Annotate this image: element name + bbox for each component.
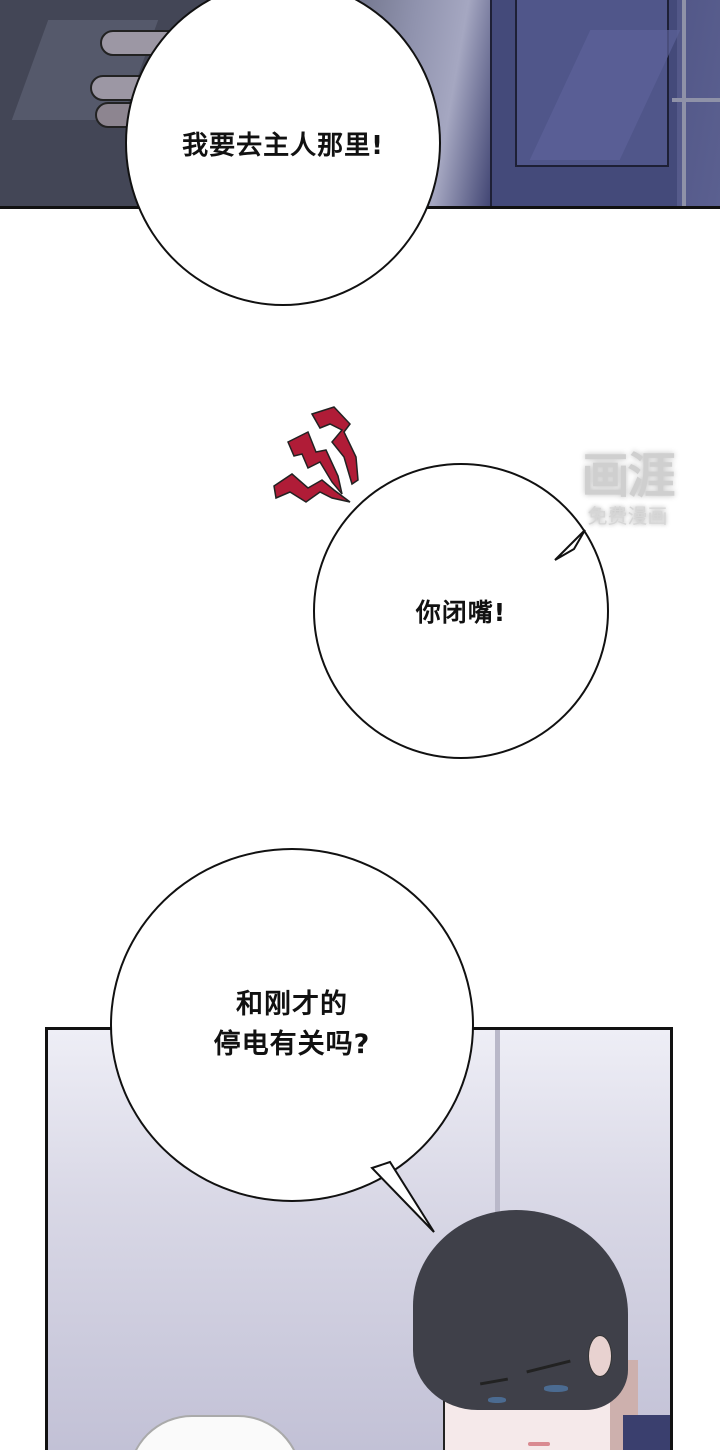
speech-bubble-2: 你闭嘴! <box>313 463 609 759</box>
watermark-logo: 画涯 <box>581 448 675 504</box>
chair-frame <box>682 0 686 206</box>
speech-bubble-3: 和刚才的 停电有关吗? <box>110 848 474 1202</box>
character-shirt <box>623 1415 670 1450</box>
wall-edge <box>495 1030 500 1260</box>
speech-bubble-1: 我要去主人那里! <box>125 0 441 306</box>
watermark: 画涯 免费漫画 <box>565 448 690 548</box>
eye <box>488 1397 506 1403</box>
watermark-subtitle: 免费漫画 <box>587 504 668 528</box>
bubble-tail-icon <box>554 529 586 561</box>
white-haired-head <box>128 1415 302 1450</box>
anger-mark-icon <box>273 406 359 503</box>
eye <box>544 1385 568 1392</box>
character-ear <box>588 1335 612 1377</box>
bubble-tail-icon <box>370 1160 435 1233</box>
character-hair <box>413 1210 628 1410</box>
speech-text-3-line1: 和刚才的 <box>235 989 348 1020</box>
chair-bar <box>672 98 720 102</box>
mouth <box>528 1442 550 1446</box>
speech-text-1: 我要去主人那里! <box>182 130 384 161</box>
speech-text-3-line2: 停电有关吗? <box>213 1029 371 1060</box>
speech-text-2: 你闭嘴! <box>415 598 507 627</box>
